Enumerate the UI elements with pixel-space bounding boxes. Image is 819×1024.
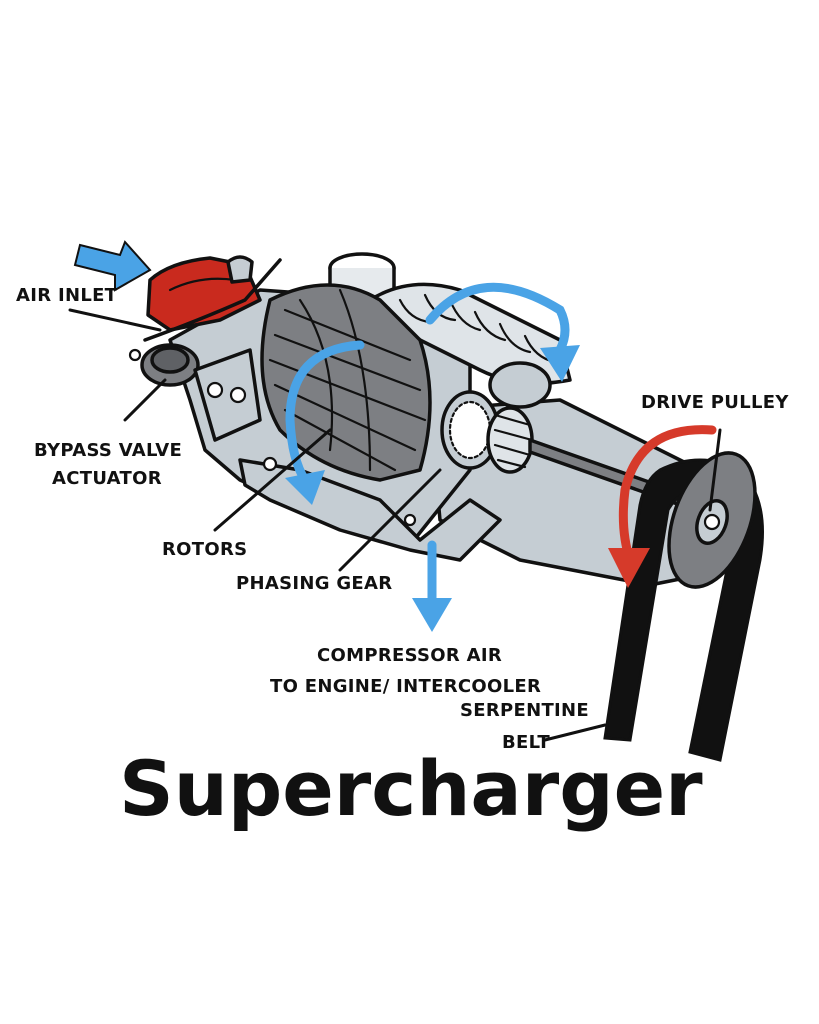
- label-air-inlet: AIR INLET: [16, 285, 118, 306]
- air-rotor-arrowhead: [285, 470, 325, 505]
- rotors-graphic: [260, 283, 432, 482]
- label-compressor-air-line2: TO ENGINE/ INTERCOOLER: [270, 676, 541, 697]
- label-serpentine-line1: SERPENTINE: [460, 700, 589, 721]
- air-flow-arrows: [73, 240, 580, 632]
- label-bypass-valve-line2: ACTUATOR: [52, 468, 162, 489]
- label-compressor-air-line1: COMPRESSOR AIR: [317, 645, 502, 666]
- label-serpentine-line2: BELT: [502, 732, 550, 753]
- air-rotor-arrow: [285, 340, 365, 485]
- drive-pulley-graphic: [667, 451, 757, 589]
- bypass-valve-actuator-graphic: [140, 258, 282, 442]
- label-phasing-gear: PHASING GEAR: [236, 573, 392, 594]
- air-top-loop-arrow: [425, 282, 570, 355]
- label-leaders: [68, 308, 722, 742]
- pulley-rotation-arrow: [608, 425, 717, 588]
- air-top-loop-arrowhead: [540, 345, 580, 382]
- label-rotors: ROTORS: [162, 539, 247, 560]
- compressor-air-arrowhead: [412, 598, 452, 632]
- air-inlet-arrow: [73, 240, 152, 292]
- air-inlet-housing: [146, 255, 262, 332]
- label-bypass-valve-line1: BYPASS VALVE: [34, 440, 182, 461]
- label-drive-pulley: DRIVE PULLEY: [641, 392, 789, 413]
- diagram-title: Supercharger: [119, 744, 703, 833]
